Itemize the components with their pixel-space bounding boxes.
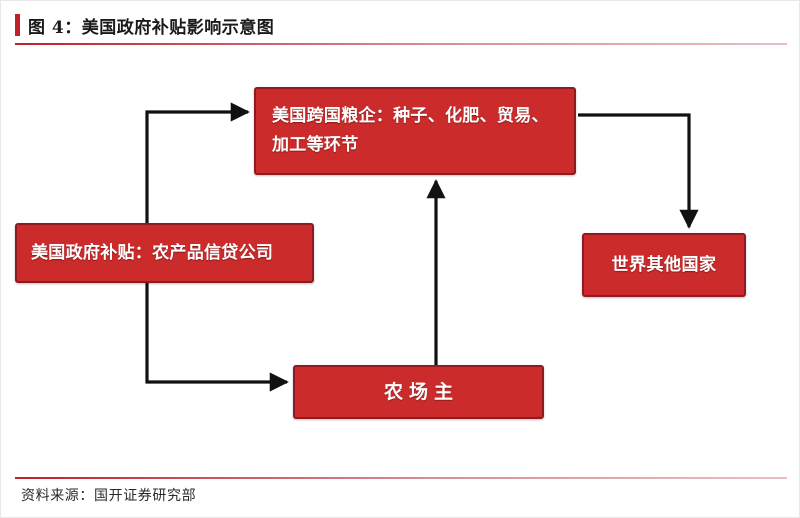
node-rest-of-world[interactable]: 世界其他国家 xyxy=(582,233,746,297)
figure-source: 资料来源：国开证券研究部 xyxy=(21,488,197,504)
node-label: 美国政府补贴：农产品信贷公司 xyxy=(31,243,274,263)
node-label: 农场主 xyxy=(383,381,459,403)
node-label: 美国跨国粮企：种子、化肥、贸易、加工等环节 xyxy=(272,106,549,155)
node-us-government-subsidy-ccc[interactable]: 美国政府补贴：农产品信贷公司 xyxy=(15,223,314,283)
edge-left-to-bottom xyxy=(145,283,289,392)
edge-top-to-right xyxy=(578,113,699,229)
title-divider xyxy=(15,43,787,45)
node-farmers[interactable]: 农场主 xyxy=(293,365,544,419)
figure-title: 图 4：美国政府补贴影响示意图 xyxy=(28,18,275,38)
node-label: 世界其他国家 xyxy=(611,255,717,275)
node-us-multinational-grain-companies[interactable]: 美国跨国粮企：种子、化肥、贸易、加工等环节 xyxy=(254,87,576,175)
edge-left-to-top xyxy=(145,102,250,223)
footer-divider xyxy=(15,477,787,479)
title-accent-bar xyxy=(15,14,20,36)
